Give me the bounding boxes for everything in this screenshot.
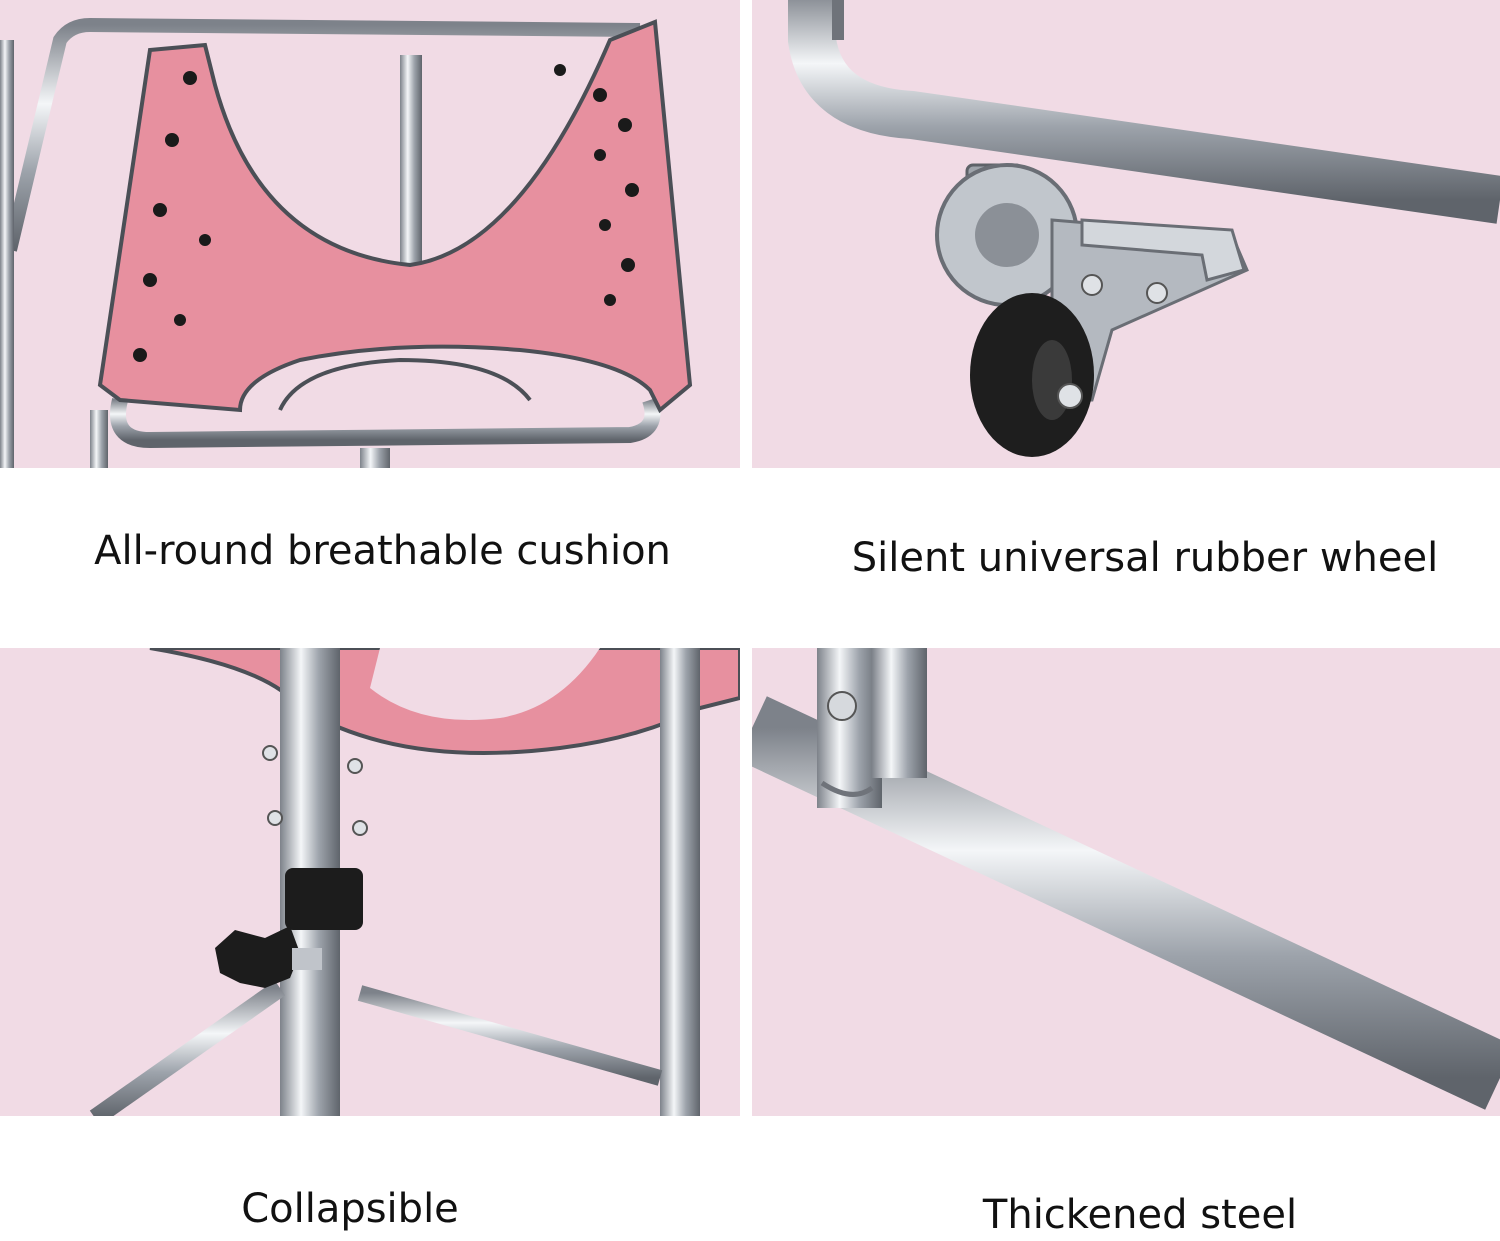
cushion-shape [97,19,693,414]
collapsible-photo [89,648,740,1116]
caption-wheel: Silent universal rubber wheel [851,535,1439,581]
steel-photo [752,648,1500,1110]
steel-photo-panel [752,648,1500,1116]
caption-steel: Thickened steel [982,1192,1298,1238]
collapsible-photo-panel [0,648,740,1116]
caption-collapsible: Collapsible [241,1186,459,1232]
ventilation-holes [133,64,639,362]
locking-knob [215,926,300,988]
wheel-photo [788,0,1500,457]
cushion-photo [0,17,693,468]
cushion-photo-panel [0,0,740,468]
wheel-photo-panel [752,0,1500,468]
rubber-wheel [970,293,1094,457]
caption-cushion: All-round breathable cushion [94,528,671,574]
